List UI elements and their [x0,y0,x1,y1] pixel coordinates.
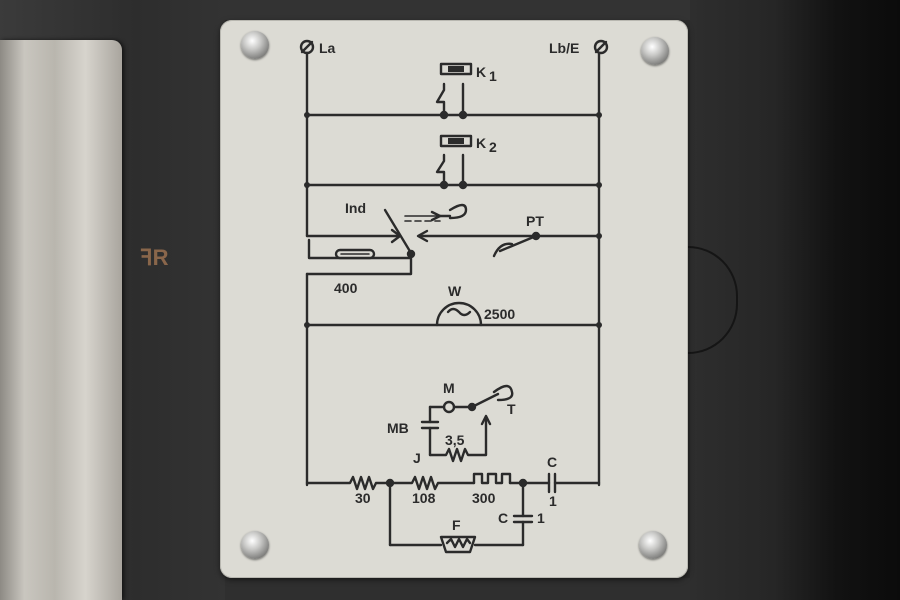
terminal-la [299,39,315,55]
schematic-plate [220,20,688,578]
rivet-top-right [641,37,669,65]
pt-label: PT [526,213,544,229]
r2500-label: 2500 [484,306,515,322]
terminal-la-label: La [319,40,336,56]
c-top-value: 1 [549,493,557,509]
r400-label: 400 [334,280,358,296]
pressure-switch-pt [416,229,601,258]
k2-letter: K [476,135,486,151]
c-bottom-value: 1 [537,510,545,526]
contact-k1 [435,62,473,120]
indicator-flag-mechanism [404,203,468,222]
r108-label: 108 [412,490,436,506]
c-top-label: C [547,454,557,470]
rivet-top-left [241,31,269,59]
maker-stamp: ꟻR [140,246,188,290]
rivet-bottom-left [241,531,269,559]
c-bottom-label: C [498,510,508,526]
m-label: M [443,380,455,396]
housing-top [225,0,690,20]
k1-letter: K [476,64,486,80]
fuse-branch [388,481,534,554]
w-label: W [448,283,462,299]
f-label: F [452,517,461,533]
maker-logo-icon: ꟻR [140,245,169,270]
heater-w [435,301,483,327]
rivet-bottom-right [639,531,667,559]
terminal-lb-label: Lb/E [549,40,579,56]
ind-label: Ind [345,200,366,216]
housing-right [690,0,900,600]
r35-label: 3,5 [445,432,465,448]
mb-label: MB [387,420,409,436]
bottom-series-chain [305,472,601,494]
k1-subscript: 1 [489,68,497,84]
r30-label: 30 [355,490,371,506]
terminal-lb [593,39,609,55]
j-label: J [413,450,421,466]
r300-label: 300 [472,490,496,506]
contact-k2 [435,134,473,190]
indicator-switch [305,208,416,276]
k2-subscript: 2 [489,139,497,155]
t-label: T [507,401,516,417]
metal-cover-plate [0,40,122,600]
motor-thermostat-circuit [420,384,514,463]
housing-bottom [225,578,690,600]
